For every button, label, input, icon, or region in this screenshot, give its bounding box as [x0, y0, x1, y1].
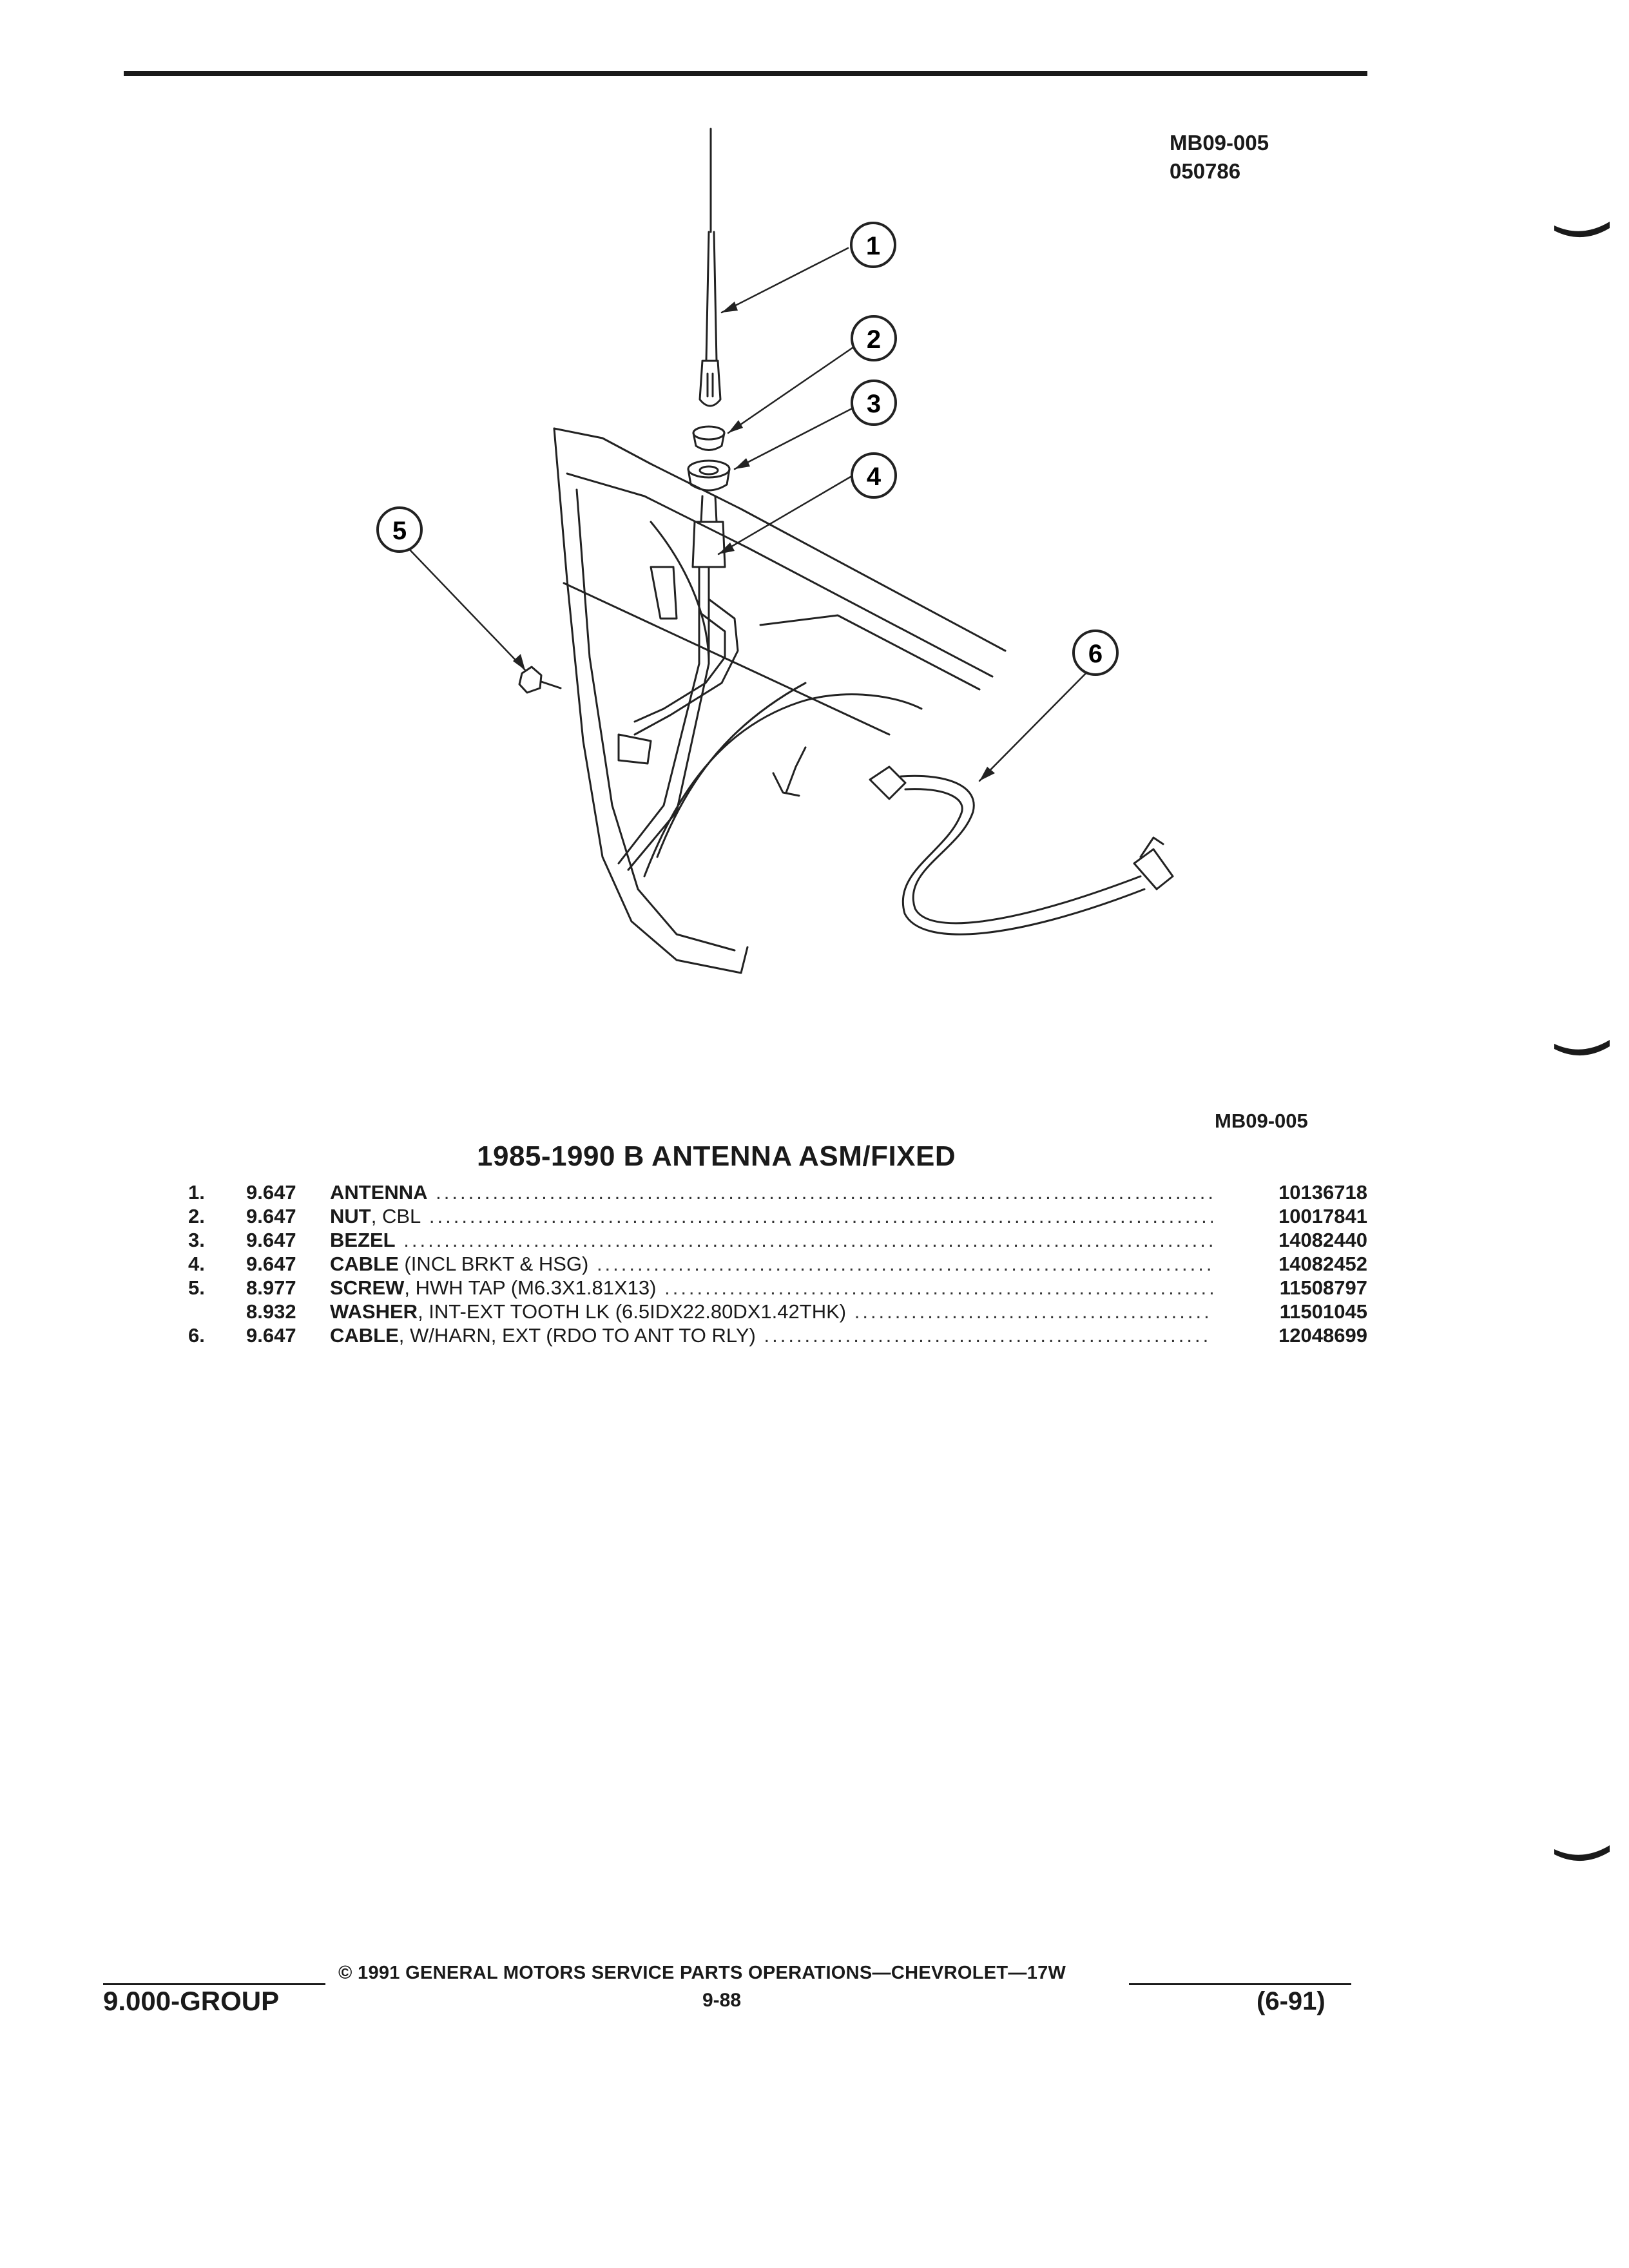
- part-name: SCREW: [330, 1276, 405, 1299]
- part-number: 11508797: [1279, 1276, 1367, 1299]
- part-detail: , CBL: [371, 1205, 421, 1227]
- callout-1: 1: [850, 222, 896, 268]
- parts-row: 4. 9.647 CABLE (INCL BRKT & HSG) .......…: [188, 1253, 1367, 1275]
- part-name: ANTENNA: [330, 1181, 428, 1204]
- parts-row: 5. 8.977 SCREW, HWH TAP (M6.3X1.81X13) .…: [188, 1276, 1367, 1299]
- footer-date: (6-91): [1257, 1987, 1325, 2015]
- part-detail: (INCL BRKT & HSG): [398, 1253, 589, 1275]
- part-detail: , W/HARN, EXT (RDO TO ANT TO RLY): [398, 1324, 756, 1347]
- item-number: 6.: [188, 1324, 205, 1347]
- callout-leaders: [403, 247, 1090, 782]
- parts-list: 1. 9.647 ANTENNA .......................…: [188, 1180, 1367, 1347]
- antenna-base-housing: [617, 495, 739, 871]
- antenna-bezel: [687, 459, 731, 492]
- svg-text:3: 3: [867, 390, 881, 418]
- antenna-exploded-diagram: 1 2 3 4 5 6: [376, 128, 1174, 974]
- footer-rule-left: [103, 1983, 325, 1985]
- footer-copyright: © 1991 GENERAL MOTORS SERVICE PARTS OPER…: [338, 1963, 1066, 1983]
- part-detail: , INT-EXT TOOTH LK (6.5IDX22.80DX1.42THK…: [418, 1300, 847, 1323]
- fender-outline: [553, 427, 1007, 974]
- part-number: 10017841: [1278, 1205, 1367, 1227]
- page-number: 9-88: [702, 1990, 742, 2011]
- callout-2: 2: [851, 315, 897, 361]
- item-number: 4.: [188, 1253, 205, 1275]
- item-number: 2.: [188, 1205, 205, 1227]
- figure-label: MB09-005: [1215, 1110, 1308, 1132]
- leader-arrowheads: [513, 302, 995, 781]
- part-number: 10136718: [1278, 1181, 1367, 1204]
- callout-4: 4: [851, 452, 897, 499]
- part-number: 14082440: [1278, 1229, 1367, 1251]
- group-number: 9.647: [246, 1181, 296, 1204]
- reference-codes: MB09-005 050786: [1170, 129, 1269, 186]
- callout-5: 5: [376, 506, 423, 553]
- item-number: 1.: [188, 1181, 205, 1204]
- part-number: 11501045: [1279, 1300, 1367, 1323]
- part-name: BEZEL: [330, 1229, 396, 1251]
- antenna-nut: [692, 425, 726, 451]
- binding-mark: [1554, 1845, 1610, 1861]
- svg-text:1: 1: [866, 232, 880, 260]
- group-number: 8.977: [246, 1276, 296, 1299]
- group-number: 9.647: [246, 1324, 296, 1347]
- mounting-screw: [518, 666, 562, 694]
- part-number: 14082452: [1278, 1253, 1367, 1275]
- part-detail: , HWH TAP (M6.3X1.81X13): [404, 1276, 657, 1299]
- svg-text:6: 6: [1088, 640, 1103, 668]
- parts-row: 3. 9.647 BEZEL .........................…: [188, 1229, 1367, 1251]
- group-number: 9.647: [246, 1229, 296, 1251]
- ref-code-secondary: 050786: [1170, 159, 1241, 183]
- antenna-mast: [699, 128, 722, 407]
- parts-row: 8.932 WASHER, INT-EXT TOOTH LK (6.5IDX22…: [246, 1300, 1367, 1323]
- binding-mark: [1554, 222, 1610, 238]
- callout-6: 6: [1072, 629, 1119, 676]
- part-name: CABLE: [330, 1253, 399, 1275]
- group-number: 9.647: [246, 1253, 296, 1275]
- parts-list-title: 1985-1990 B ANTENNA ASM/FIXED: [477, 1140, 956, 1172]
- binding-mark: [1554, 1040, 1610, 1056]
- item-number: 3.: [188, 1229, 205, 1251]
- callout-3: 3: [851, 380, 897, 426]
- group-number: 9.647: [246, 1205, 296, 1227]
- part-name: WASHER: [330, 1300, 418, 1323]
- ref-code-primary: MB09-005: [1170, 131, 1269, 155]
- footer-rule-right: [1129, 1983, 1351, 1985]
- part-name: CABLE: [330, 1324, 399, 1347]
- parts-row: 2. 9.647 NUT, CBL ......................…: [188, 1205, 1367, 1227]
- svg-text:4: 4: [867, 463, 882, 491]
- svg-text:2: 2: [867, 325, 881, 354]
- top-rule: [124, 71, 1367, 76]
- part-number: 12048699: [1278, 1324, 1367, 1347]
- footer-group: 9.000-GROUP: [103, 1986, 280, 2016]
- parts-row: 1. 9.647 ANTENNA .......................…: [188, 1181, 1367, 1204]
- parts-row: 6. 9.647 CABLE, W/HARN, EXT (RDO TO ANT …: [188, 1324, 1367, 1347]
- callout-circles: 1 2 3 4 5 6: [376, 222, 1119, 676]
- part-name: NUT: [330, 1205, 371, 1227]
- extension-cable: [869, 765, 1174, 936]
- item-number: 5.: [188, 1276, 205, 1299]
- group-number: 8.932: [246, 1300, 296, 1323]
- svg-text:5: 5: [392, 517, 407, 545]
